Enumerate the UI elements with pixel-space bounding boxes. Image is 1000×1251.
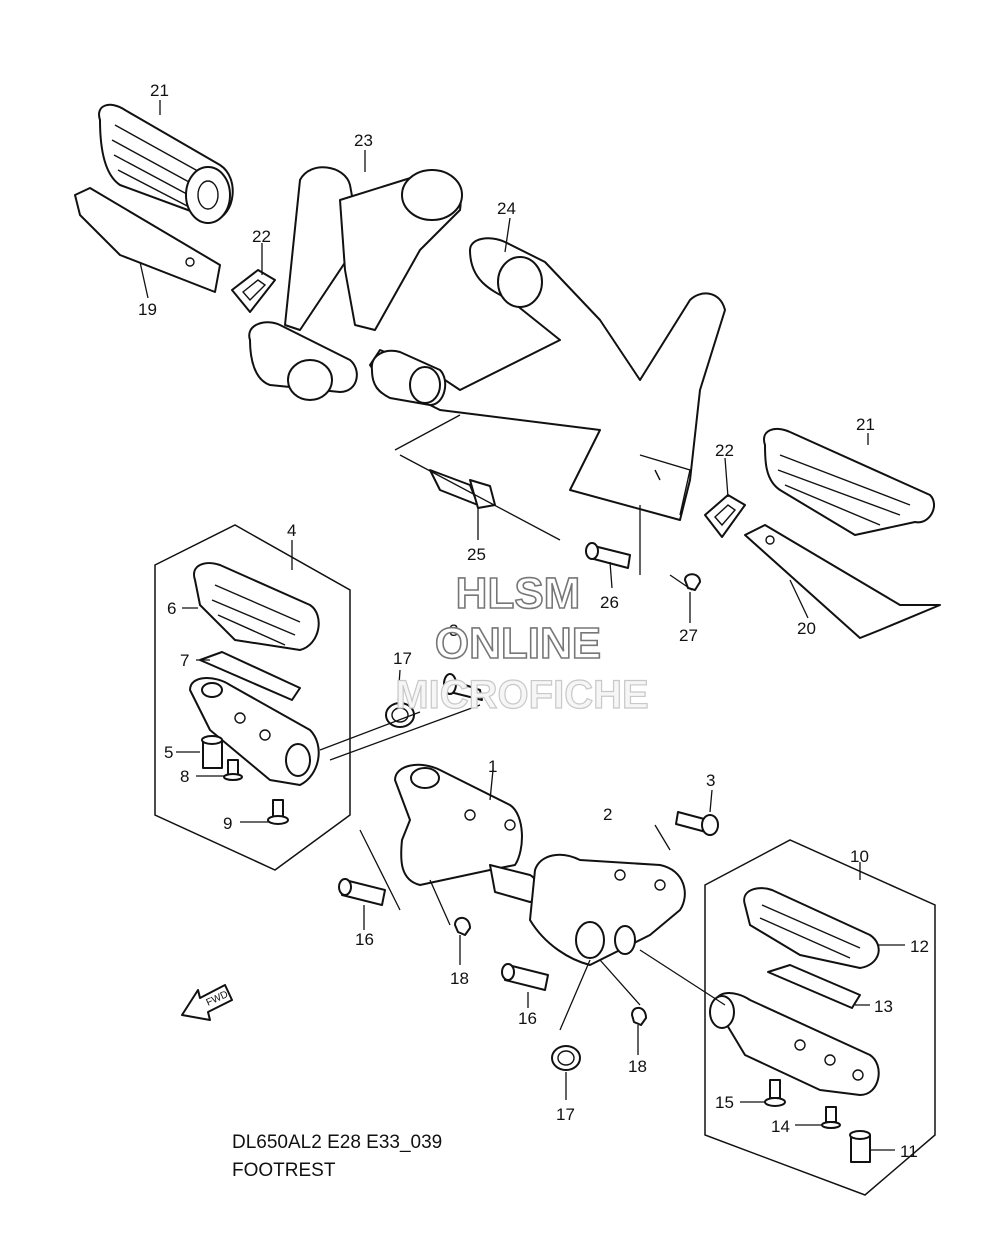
callout-24: 24 (497, 199, 516, 218)
bolt-3-upper (443, 673, 483, 701)
diagram-title: FOOTREST (232, 1160, 336, 1181)
assembly-box-4 (154, 524, 351, 871)
pin-16-left (338, 878, 386, 906)
pin-26 (585, 542, 631, 569)
washer-22-left (231, 269, 276, 313)
callout-17-upper: 17 (393, 649, 412, 668)
footpeg-6 (193, 562, 320, 651)
callout-21-left: 21 (150, 81, 169, 100)
callout-1: 1 (488, 757, 497, 776)
plate-19 (74, 187, 221, 293)
callout-12: 12 (910, 937, 929, 956)
callout-19: 19 (138, 300, 157, 319)
footpeg-12 (743, 887, 880, 969)
footrest-bracket-right (709, 992, 880, 1096)
dashed-guide-lines (319, 414, 726, 1031)
watermark-line-3: MICROFICHE (395, 673, 648, 717)
clip-18-left (454, 916, 471, 936)
footrest-bracket-left (189, 677, 320, 786)
callout-5: 5 (164, 743, 173, 762)
clip-27 (684, 573, 701, 591)
footrest-frame-24 (369, 237, 726, 521)
screw-14 (821, 1106, 841, 1129)
callout-8: 8 (180, 767, 189, 786)
bolt-11 (849, 1130, 871, 1163)
callout-18-left: 18 (450, 969, 469, 988)
callout-26: 26 (600, 593, 619, 612)
screw-15 (764, 1079, 786, 1107)
callout-3-upper: 3 (449, 621, 458, 640)
bracket-2 (529, 853, 686, 966)
callout-13: 13 (874, 997, 893, 1016)
watermark: HLSM ONLINE MICROFICHE (395, 568, 650, 717)
plate-7 (199, 651, 301, 701)
footpeg-rubber-21-right (763, 427, 935, 536)
bolt-3-right (675, 811, 719, 836)
callout-14: 14 (771, 1117, 790, 1136)
footpeg-rubber-21-left (98, 103, 234, 224)
callout-15: 15 (715, 1093, 734, 1112)
plate-13 (767, 964, 861, 1009)
callout-numbers: 21 23 24 22 19 25 26 27 22 21 20 4 6 7 5… (138, 81, 929, 1161)
callout-18-right: 18 (628, 1057, 647, 1076)
spring-17-upper (385, 702, 415, 728)
callout-3-right: 3 (706, 771, 715, 790)
bolt-5 (201, 735, 223, 769)
callout-4: 4 (287, 521, 296, 540)
screw-8 (223, 759, 243, 781)
leader-lines (139, 100, 905, 1151)
callout-7: 7 (180, 651, 189, 670)
model-code-label: DL650AL2 E28 E33_039 (232, 1132, 443, 1153)
plate-20 (744, 524, 941, 639)
clip-18-right (631, 1006, 647, 1026)
callout-21-right: 21 (856, 415, 875, 434)
callout-23: 23 (354, 131, 373, 150)
callout-6: 6 (167, 599, 176, 618)
washer-22-right (704, 494, 746, 538)
callout-16-left: 16 (355, 930, 374, 949)
callout-16-right: 16 (518, 1009, 537, 1028)
callout-11: 11 (900, 1142, 918, 1161)
spring-17-lower (551, 1045, 581, 1071)
callout-17-lower: 17 (556, 1105, 575, 1124)
watermark-line-2: ONLINE (435, 619, 601, 668)
callout-22-right: 22 (715, 441, 734, 460)
fwd-arrow-icon: FWD (181, 984, 233, 1021)
callout-22-left: 22 (252, 227, 271, 246)
bracket-23 (248, 166, 463, 401)
callout-2: 2 (603, 805, 612, 824)
bracket-1 (394, 763, 539, 903)
bolt-25 (429, 469, 496, 509)
assembly-box-10 (704, 839, 936, 1196)
callout-25: 25 (467, 545, 486, 564)
watermark-line-1: HLSM (456, 569, 581, 618)
callout-20: 20 (797, 619, 816, 638)
callout-9: 9 (223, 814, 232, 833)
pin-16-right (501, 963, 549, 991)
callout-27: 27 (679, 626, 698, 645)
callout-10: 10 (850, 847, 869, 866)
screw-9 (267, 799, 289, 825)
